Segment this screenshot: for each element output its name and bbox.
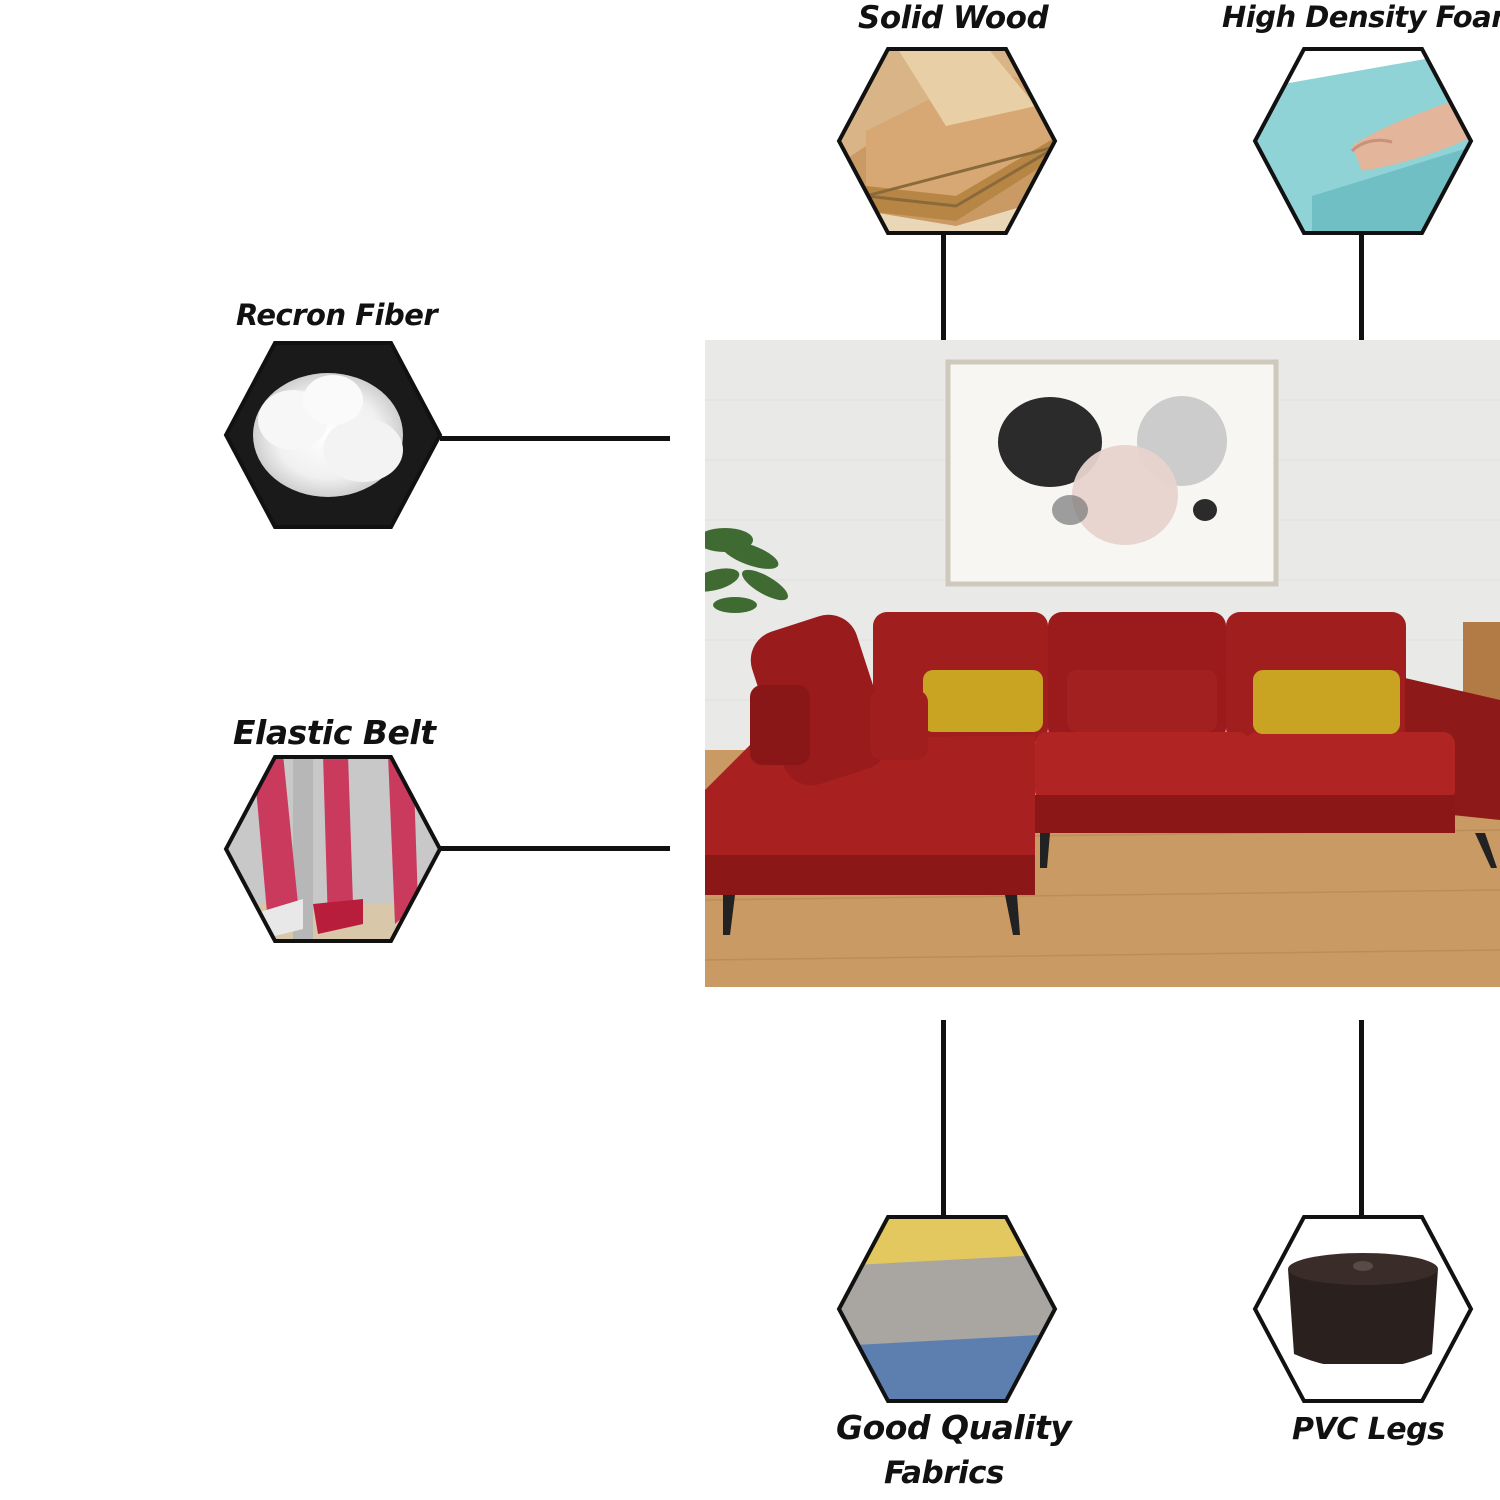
high-density-foam-label: High Density Foam xyxy=(1222,0,1500,34)
good-quality-label-line1: Good Quality xyxy=(836,1408,1072,1447)
connector-high-density-foam xyxy=(1359,232,1364,340)
good-quality-label-line2: Fabrics xyxy=(884,1455,1004,1491)
elastic-belt-icon xyxy=(223,755,443,943)
connector-recron-fiber xyxy=(440,436,670,441)
connector-solid-wood xyxy=(941,232,946,340)
recron-fiber-label: Recron Fiber xyxy=(236,298,438,332)
connector-elastic-belt xyxy=(440,846,670,851)
elastic-belt-label: Elastic Belt xyxy=(233,713,436,752)
sofa-photo xyxy=(705,340,1500,987)
pvc-legs-label: PVC Legs xyxy=(1292,1412,1445,1447)
connector-good-quality-fabrics xyxy=(941,1020,946,1218)
solid-wood-label: Solid Wood xyxy=(858,0,1049,36)
connector-pvc-legs xyxy=(1359,1020,1364,1218)
fabric-swatches-icon xyxy=(836,1215,1058,1403)
fiber-cotton-icon xyxy=(223,341,443,529)
pvc-leg-icon xyxy=(1252,1215,1474,1403)
wood-planks-icon xyxy=(836,47,1058,235)
foam-block-icon xyxy=(1252,47,1474,235)
